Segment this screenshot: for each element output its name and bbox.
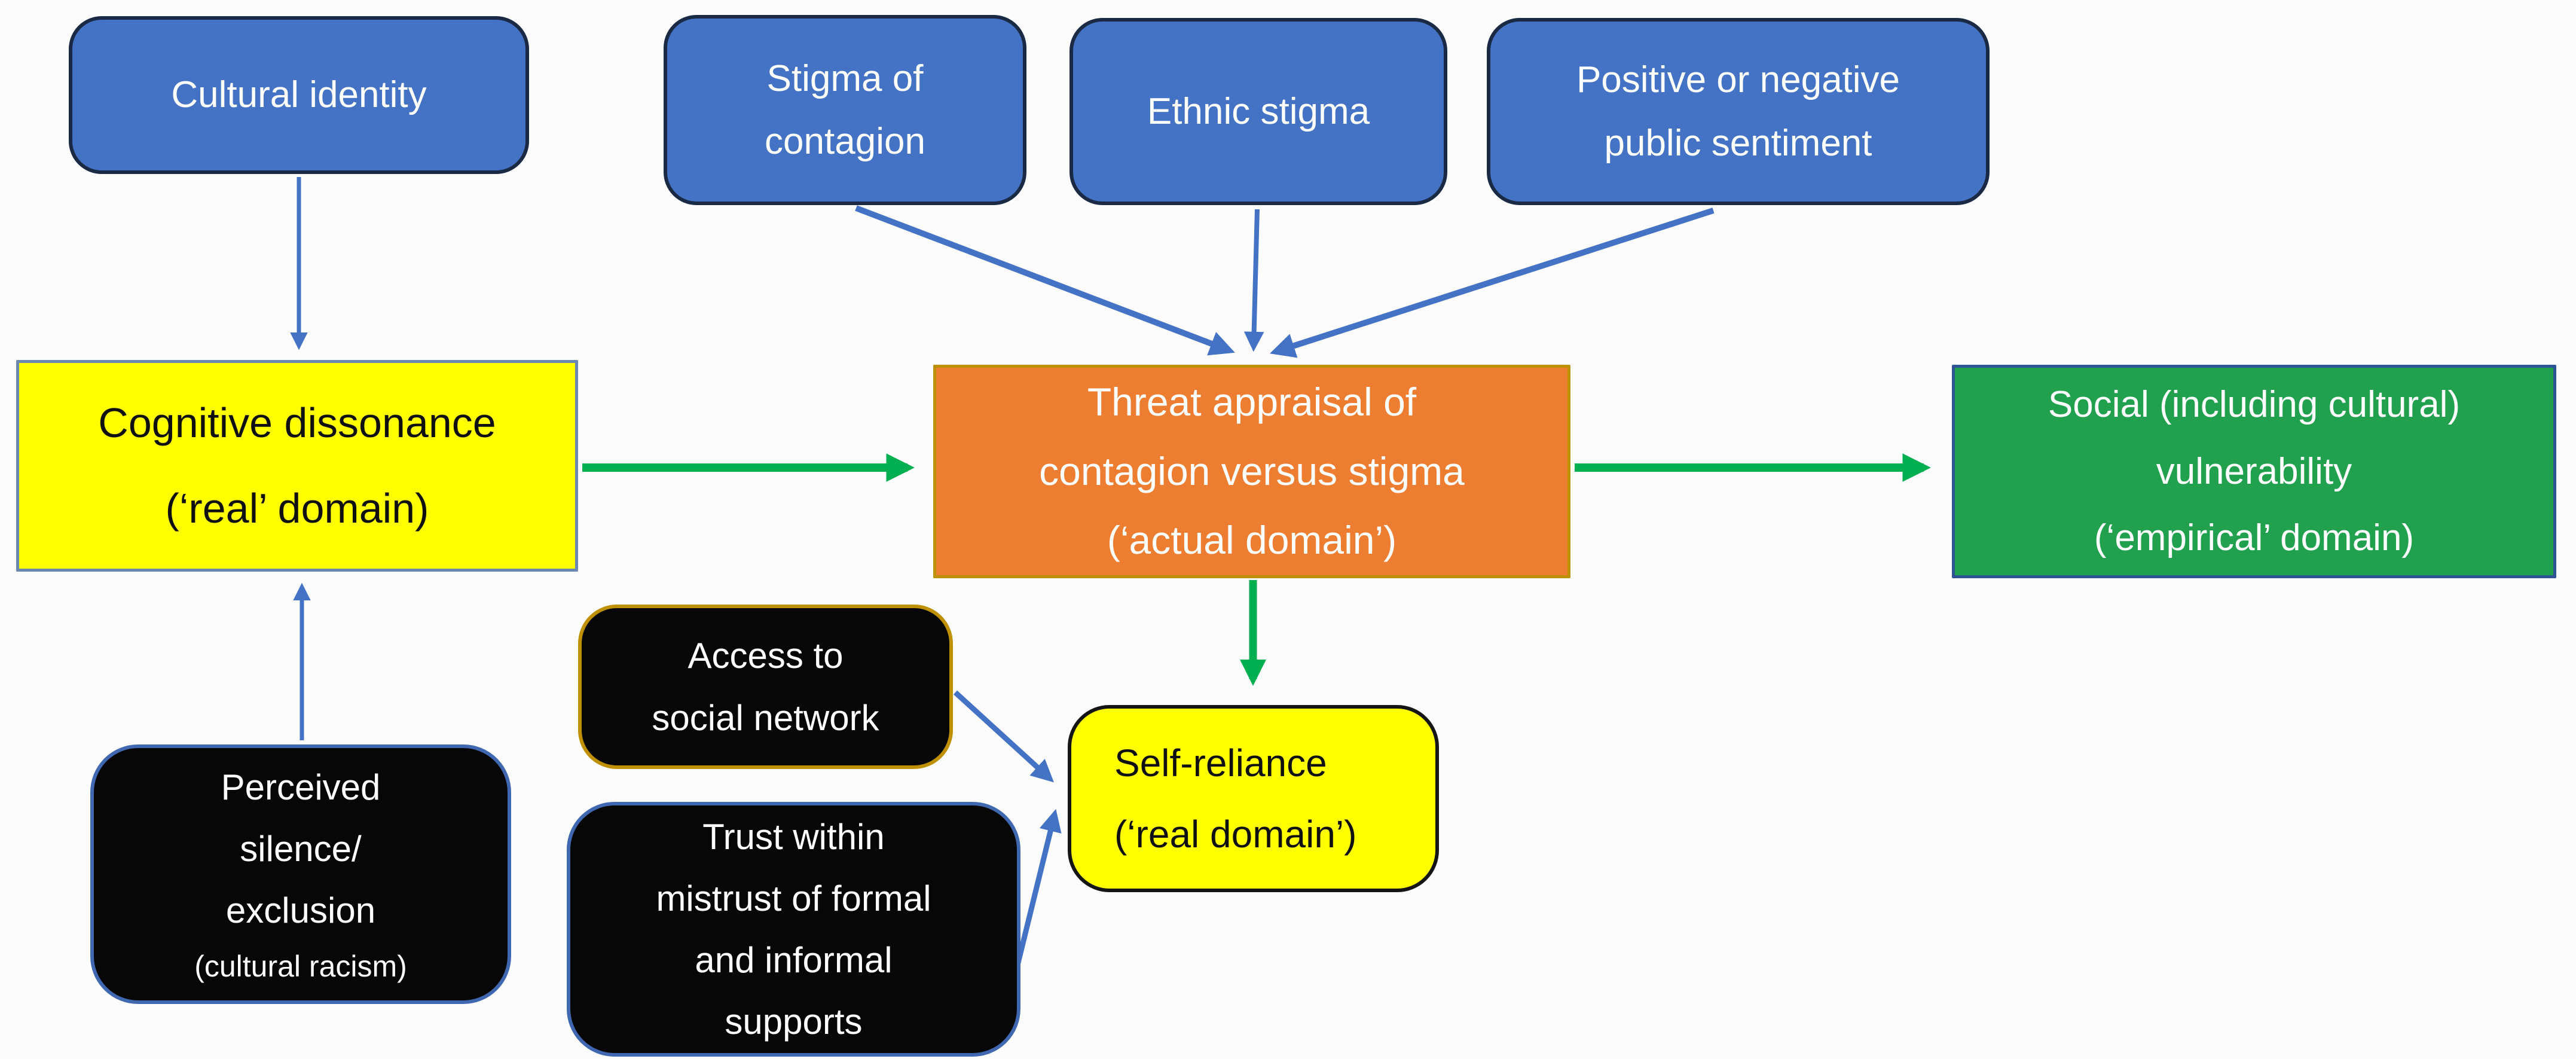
node-self-reliance: Self-reliance (‘real domain’) [1068, 705, 1439, 892]
node-label-line: social network [652, 697, 879, 738]
node-label-line: Positive or negative [1576, 59, 1900, 101]
node-label-line: (‘real domain’) [1114, 812, 1357, 856]
node-threat-appraisal: Threat appraisal of contagion versus sti… [933, 365, 1570, 578]
node-label-line: Access to [687, 636, 844, 676]
node-label-line: contagion versus stigma [1039, 448, 1465, 493]
node-cultural-identity: Cultural identity [69, 16, 529, 174]
node-label-line: vulnerability [2156, 450, 2352, 492]
node-perceived-silence: Perceived silence/ exclusion (cultural r… [90, 744, 511, 1004]
node-access-network: Access to social network [578, 605, 953, 769]
node-social-vulnerability: Social (including cultural) vulnerabilit… [1952, 365, 2556, 578]
node-trust-mistrust: Trust within mistrust of formal and info… [567, 802, 1020, 1057]
node-label-line: Social (including cultural) [2048, 384, 2461, 426]
node-label-line: (‘actual domain’) [1107, 518, 1397, 563]
node-label: Ethnic stigma [1147, 90, 1370, 132]
arrow-ethnic-stigma-to-threat-appraisal [1243, 209, 1264, 352]
node-label-line: exclusion [225, 890, 376, 931]
node-label-line: (‘real’ domain) [165, 485, 429, 532]
node-label-line: mistrust of formal [656, 878, 931, 918]
node-label-line: public sentiment [1604, 122, 1872, 164]
arrow-stigma-of-contagion-to-threat-appraisal [855, 205, 1235, 356]
node-label-line: Cognitive dissonance [98, 399, 496, 446]
node-ethnic-stigma: Ethnic stigma [1069, 18, 1447, 205]
node-label-line: Self-reliance [1114, 741, 1327, 785]
node-label-line-small: (cultural racism) [194, 950, 407, 984]
node-label-line: Trust within [702, 816, 885, 857]
arrow-public-sentiment-to-threat-appraisal [1270, 207, 1715, 358]
node-label-line: Perceived [221, 767, 381, 807]
node-label-line: silence/ [240, 828, 362, 869]
node-label-line: Threat appraisal of [1087, 380, 1417, 425]
node-label-line: supports [725, 1002, 863, 1042]
node-cognitive-dissonance: Cognitive dissonance (‘real’ domain) [16, 360, 578, 572]
node-label-line: contagion [765, 121, 925, 162]
node-label: Cultural identity [171, 74, 427, 116]
node-stigma-of-contagion: Stigma of contagion [664, 15, 1026, 205]
node-label-line: Stigma of [766, 57, 924, 99]
arrow-access-network-to-self-reliance [953, 690, 1054, 783]
node-public-sentiment: Positive or negative public sentiment [1487, 18, 1990, 205]
node-label-line: (‘empirical’ domain) [2094, 517, 2415, 559]
node-label-line: and informal [695, 940, 893, 980]
